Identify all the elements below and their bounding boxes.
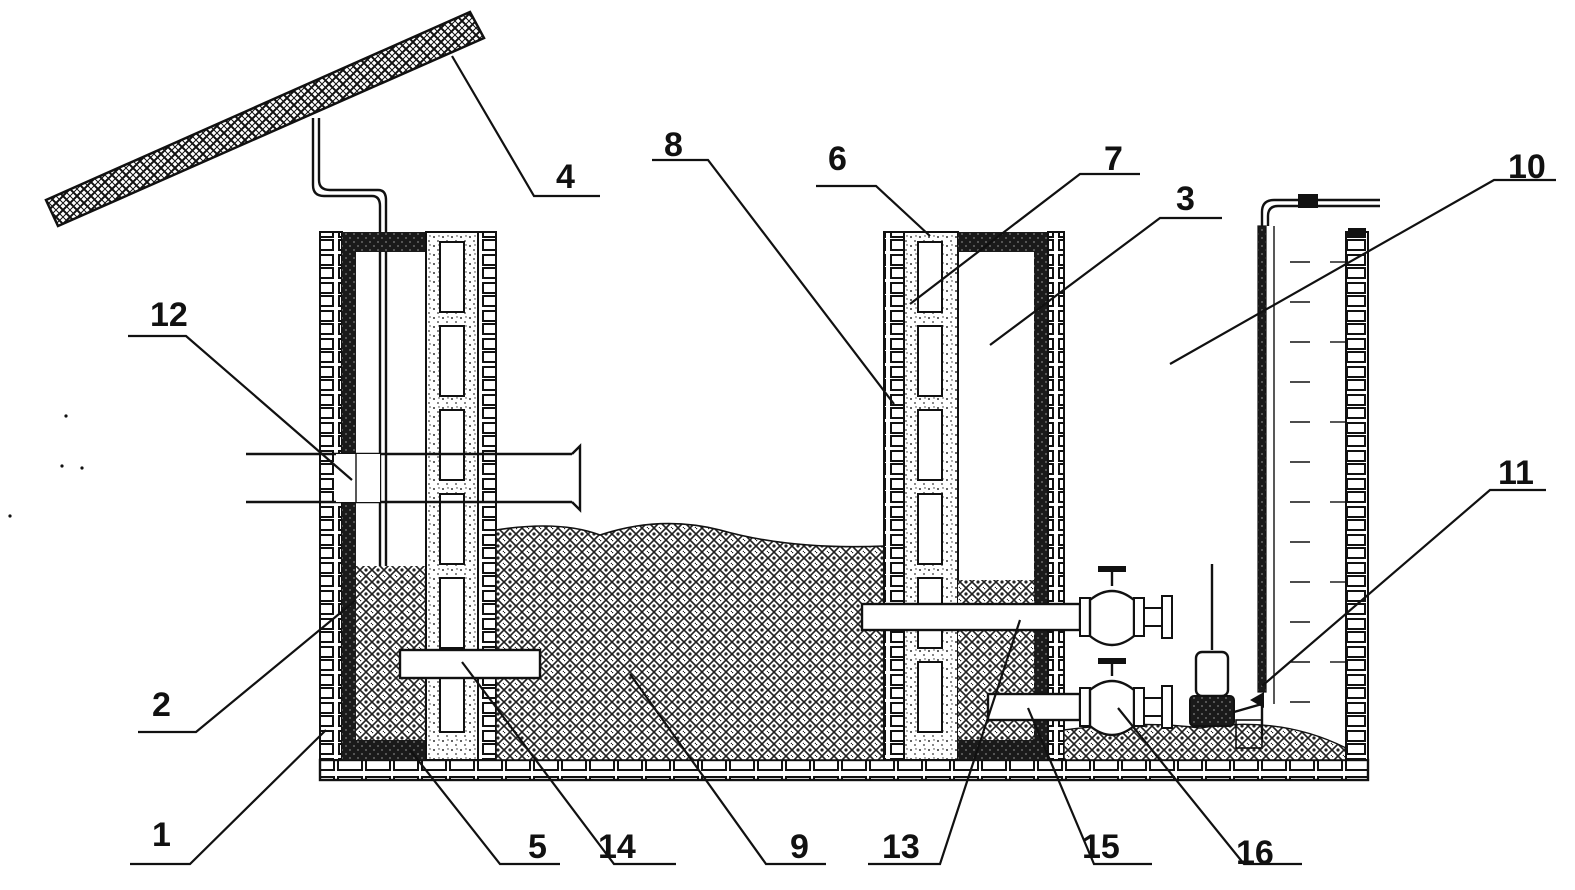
middle-right-brick-wall: [1047, 231, 1065, 761]
callout-14: 14: [598, 828, 636, 866]
right-outer-brick-wall: [1345, 231, 1369, 761]
middle-filter-column: [903, 231, 959, 761]
submersible-pump: [1189, 564, 1264, 749]
callout-16: 16: [1236, 834, 1274, 872]
upper-outlet-pipe: [860, 566, 1173, 647]
callout-3: 3: [1176, 180, 1195, 218]
bottom-dark-layer: [356, 740, 426, 760]
callout-11: 11: [1498, 454, 1534, 492]
callout-10: 10: [1508, 148, 1546, 186]
callout-13: 13: [882, 828, 920, 866]
callout-12: 12: [150, 296, 188, 334]
callout-7: 7: [1104, 140, 1123, 178]
callout-2: 2: [152, 686, 171, 724]
inlet-pipe: [246, 443, 582, 513]
middle-gravel-bed: [495, 522, 885, 761]
callout-9: 9: [790, 828, 809, 866]
callout-15: 15: [1082, 828, 1120, 866]
solar-panel: [44, 10, 486, 228]
callout-5: 5: [528, 828, 547, 866]
leader-lines: [128, 55, 1556, 866]
callout-4: 4: [556, 158, 575, 196]
left-filter-column: [425, 231, 479, 761]
tank-floor: [318, 758, 1370, 782]
callout-1: 1: [152, 816, 171, 854]
callout-6: 6: [828, 140, 847, 178]
left-inner-brick-wall: [477, 231, 497, 761]
lower-outlet-pipe: [986, 658, 1173, 737]
callout-8: 8: [664, 126, 683, 164]
middle-left-brick-wall: [883, 231, 905, 761]
